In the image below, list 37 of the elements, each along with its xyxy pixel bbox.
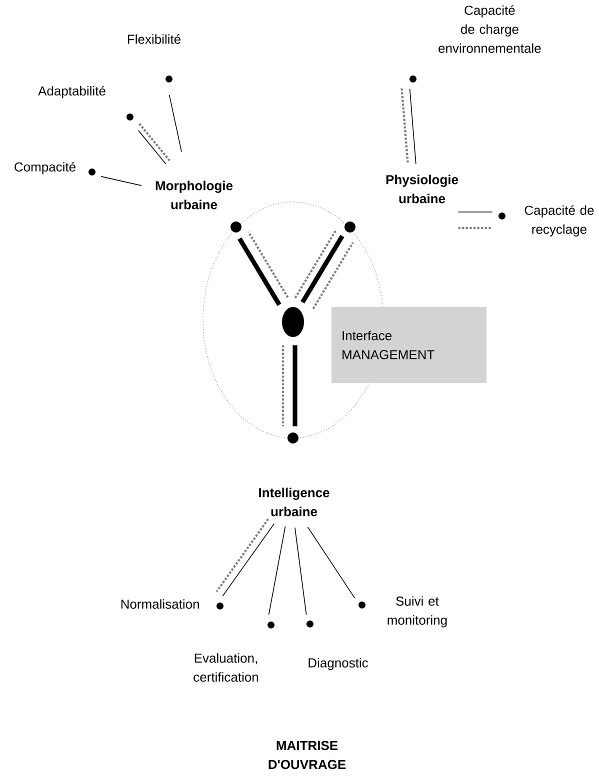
- footer-label: MAITRISE D'OUVRAGE: [268, 740, 346, 770]
- connector-line: [216, 518, 270, 592]
- category-label: Physiologie urbaine: [386, 174, 458, 204]
- connector-line: [138, 130, 166, 164]
- connector-line: [312, 242, 354, 310]
- leaf-label: Compacité: [14, 162, 76, 174]
- connector-line: [294, 230, 336, 299]
- connector-line: [168, 94, 182, 152]
- connector-line: [238, 237, 282, 306]
- connector-line: [282, 345, 284, 426]
- leaf-label: Normalisation: [121, 599, 199, 609]
- connector-line: [268, 526, 286, 616]
- connector-line: [300, 234, 344, 304]
- leaf-label: Suivi et monitoring: [388, 596, 447, 628]
- connector-line: [400, 88, 409, 163]
- connector-line: [307, 526, 356, 599]
- category-label: Intelligence urbaine: [259, 488, 330, 516]
- connector-line: [100, 176, 142, 186]
- connector-line: [248, 231, 289, 298]
- connector-line: [292, 345, 298, 426]
- connector-line: [138, 122, 170, 162]
- connector-line: [409, 88, 416, 164]
- dot: [230, 222, 242, 232]
- dot: [288, 432, 298, 444]
- connector-line: [458, 226, 492, 230]
- leaf-label: Capacité de recyclage: [524, 205, 594, 236]
- category-label: Morphologie urbaine: [156, 180, 233, 210]
- connector-line: [294, 527, 307, 616]
- hub-dot: [282, 307, 304, 337]
- leaf-label: Capacité de charge environnementale: [438, 5, 541, 53]
- leaf-label: Adaptabilité: [38, 86, 106, 98]
- interface-box: Interface MANAGEMENT: [332, 307, 486, 383]
- connector-line: [222, 523, 275, 596]
- leaf-label: Diagnostic: [308, 658, 368, 670]
- dot: [344, 222, 356, 232]
- leaf-label: Evaluation, certification: [194, 653, 258, 682]
- leaf-label: Flexibilité: [128, 34, 180, 44]
